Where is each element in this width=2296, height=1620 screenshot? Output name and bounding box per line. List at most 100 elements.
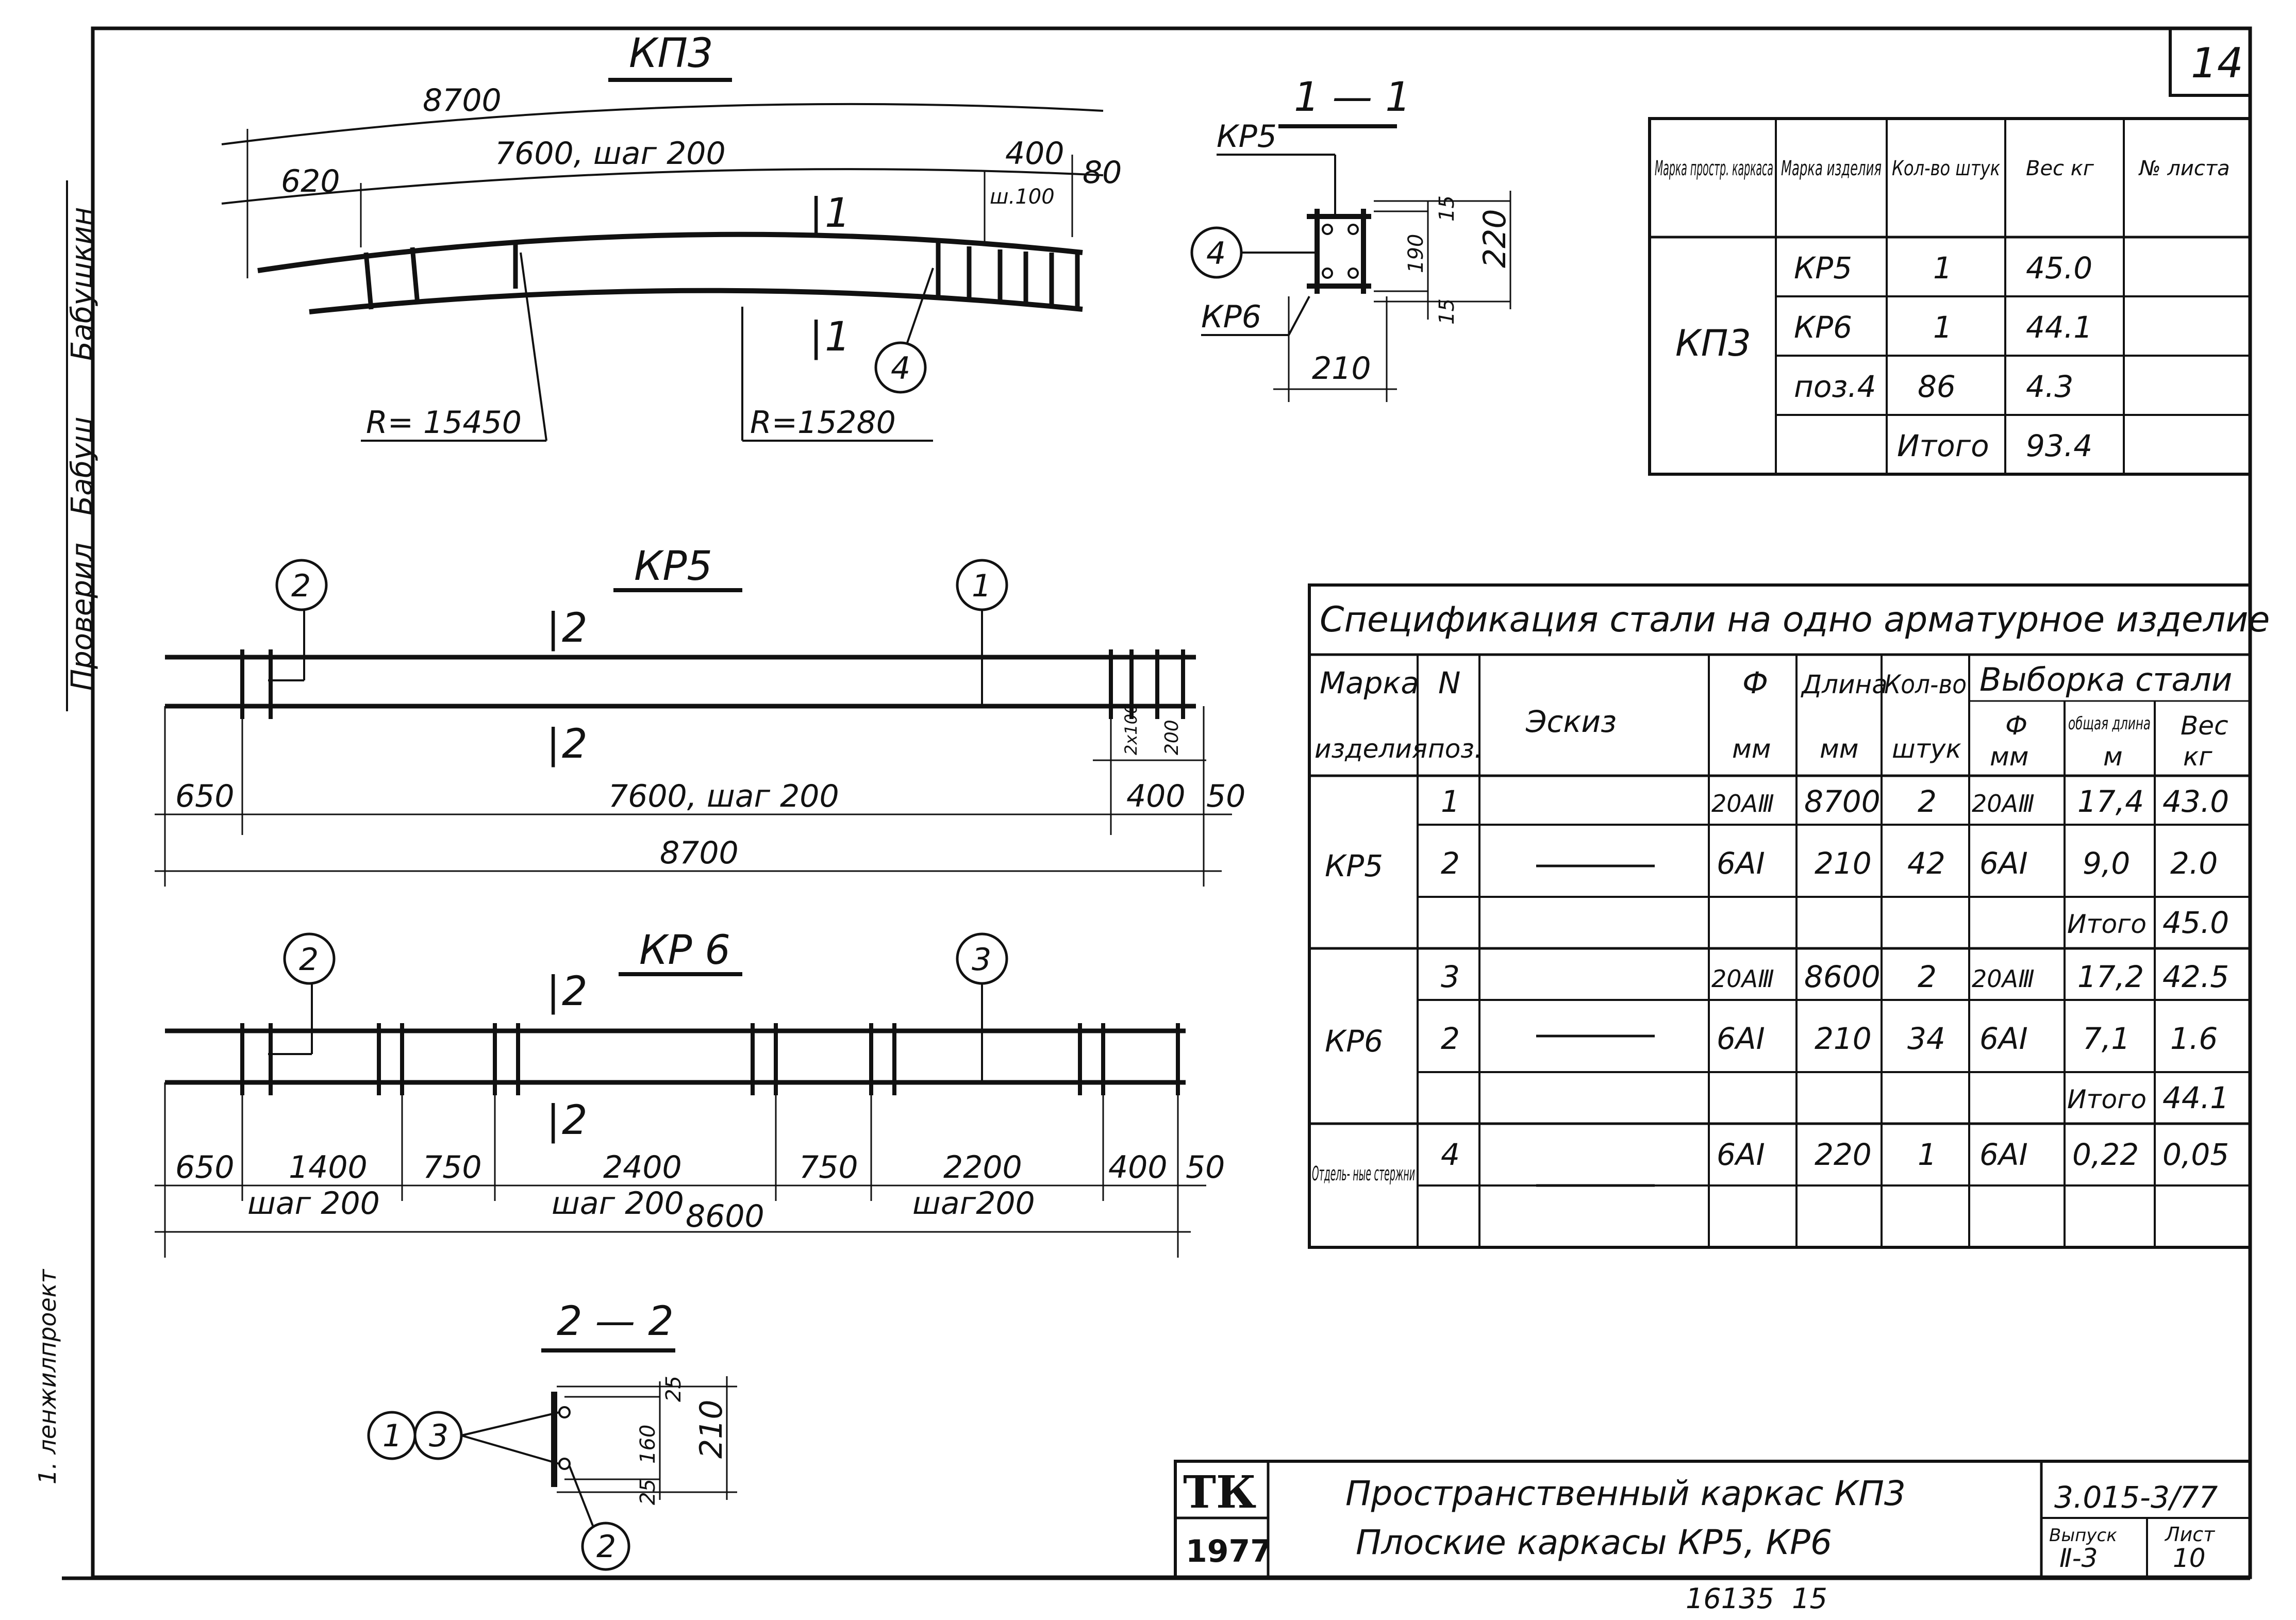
spec-cell: 0,05 — [2162, 1137, 2229, 1172]
section-1-1-dim-220: 220 — [1477, 209, 1513, 268]
section-1-1-bottom-label: КР6 — [1201, 299, 1261, 335]
kp3-left-dim: 620 — [281, 163, 340, 199]
spec-h-total-len: общая длина — [2068, 713, 2151, 734]
spec-h-mark2: изделия — [1315, 734, 1427, 764]
section-2-2-title: 2 — 2 — [557, 1298, 674, 1345]
spec-h-qty: Кол-во — [1884, 670, 1967, 699]
summary-cell: КР6 — [1794, 310, 1852, 345]
signature-stamp: Бабуш — [65, 416, 99, 515]
kr5-title: КР5 — [634, 543, 712, 590]
spec-cell: 1.6 — [2170, 1021, 2218, 1056]
spec-h-n2: поз. — [1428, 734, 1483, 764]
spec-cell: 6АⅠ — [1979, 1021, 2028, 1056]
kp3-section-bottom: 1 — [825, 314, 851, 360]
summary-table: Марка простр. каркаса Марка изделия Кол-… — [1648, 117, 2252, 476]
spec-cell: 20АⅢ — [1711, 790, 1774, 817]
kp3-section-mark-bottom: | — [809, 314, 823, 360]
spec-sep-label: Отдель- ные стержни — [1312, 1162, 1415, 1185]
kr5-drawing: КР5 2 1 | 2 | 2 2x100 200 650 760 — [155, 543, 1245, 887]
spec-h-sketch: Эскиз — [1525, 704, 1617, 739]
checked-stamp: Проверил — [65, 543, 99, 691]
summary-header-item: Марка изделия — [1781, 157, 1882, 180]
title-block-issue: Ⅱ-3 — [2059, 1543, 2098, 1573]
kp3-radius-outer: R= 15450 — [366, 405, 522, 441]
summary-cell: 4.3 — [2026, 369, 2073, 404]
section-1-1-dim-190: 190 — [1404, 234, 1428, 273]
summary-header-sheet: № листа — [2138, 157, 2230, 180]
org-stamp: 1. ленжилпроект — [34, 1268, 61, 1484]
kr5-section-bottom: 2 — [562, 721, 588, 767]
spec-h-phi-unit: мм — [1732, 734, 1771, 764]
spec-h-qty-unit: штук — [1892, 734, 1961, 764]
section-2-2-dim-25-bottom: 25 — [636, 1479, 660, 1505]
spec-kr5-label: КР5 — [1325, 848, 1383, 883]
summary-header-frame: Марка простр. каркаса — [1655, 157, 1773, 180]
title-block-logo: ТК — [1183, 1466, 1256, 1518]
summary-cell: Итого — [1897, 428, 1989, 463]
spec-cell: 8600 — [1804, 959, 1881, 994]
spec-h-weight: Вес — [2181, 711, 2228, 741]
spec-cell: 42.5 — [2162, 959, 2229, 994]
section-2-2-pos-3: 3 — [429, 1418, 448, 1454]
kp3-section-top: 1 — [825, 190, 851, 237]
spec-cell: Итого — [2067, 909, 2147, 939]
spec-cell: 210 — [1815, 846, 1872, 881]
spec-cell: 0,22 — [2072, 1137, 2139, 1172]
spec-cell: 1 — [1441, 784, 1460, 819]
spec-kr6-label: КР6 — [1325, 1024, 1383, 1059]
kr5-pos-a: 2 — [291, 568, 311, 604]
kr6-drawing: КР 6 2 3 | 2 | 2 — [155, 927, 1225, 1258]
spec-cell: 6АⅠ — [1717, 1137, 1765, 1172]
summary-cell: КР5 — [1794, 250, 1852, 286]
kr6-pos-a: 2 — [299, 942, 319, 978]
summary-cell: 93.4 — [2026, 428, 2092, 463]
spec-cell: 1 — [1918, 1137, 1937, 1172]
spec-cell: 3 — [1441, 959, 1460, 994]
spec-table: Спецификация стали на одно арматурное из… — [1308, 583, 2270, 1249]
spec-cell: 42 — [1907, 846, 1945, 881]
spec-cell: 20АⅢ — [1972, 790, 2035, 817]
kr6-dim: 2200 — [943, 1149, 1022, 1185]
designer-stamp: Бабушкин — [65, 207, 99, 361]
section-1-1-dim-15-bottom: 15 — [1435, 298, 1459, 325]
kr6-dim: 50 — [1186, 1149, 1225, 1185]
section-2-2: 2 — 2 25 160 210 25 1 3 2 — [367, 1298, 737, 1571]
summary-cell: 45.0 — [2026, 250, 2092, 286]
title-block-sheet-label: Лист — [2164, 1523, 2216, 1546]
summary-cell: 1 — [1933, 310, 1952, 345]
section-1-1-pos: 4 — [1206, 236, 1226, 272]
kr6-title: КР 6 — [639, 927, 730, 974]
section-2-2-pos-1: 1 — [382, 1418, 402, 1454]
kr6-section-bottom: 2 — [562, 1097, 588, 1144]
kr6-step: шаг 200 — [247, 1185, 380, 1222]
spec-cell: 45.0 — [2162, 905, 2229, 940]
spec-cell: 210 — [1815, 1021, 1872, 1056]
summary-cell: поз.4 — [1794, 369, 1876, 404]
summary-cell: 1 — [1933, 250, 1952, 286]
kr5-dim-200: 200 — [1161, 720, 1183, 755]
title-block-line2: Плоские каркасы КР5, КР6 — [1356, 1523, 1832, 1562]
spec-cell: 7,1 — [2083, 1021, 2130, 1056]
sheet-number: 14 — [2191, 39, 2243, 87]
title-block-issue-label: Выпуск — [2049, 1525, 2117, 1546]
spec-cell: 220 — [1815, 1137, 1872, 1172]
spec-cell: 2 — [1918, 784, 1937, 819]
kr6-total: 8600 — [686, 1198, 764, 1234]
section-2-2-dim-25-top: 25 — [662, 1376, 686, 1402]
kp3-right-step: ш.100 — [990, 185, 1055, 209]
title-block: ТК 1977 Пространственный каркас КП3 Плос… — [1174, 1460, 2252, 1579]
kp3-middle-dim: 7600, шаг 200 — [495, 136, 726, 172]
spec-cell: 2.0 — [2170, 846, 2218, 881]
spec-cell: 6АⅠ — [1979, 846, 2028, 881]
spec-cell: 4 — [1441, 1137, 1460, 1172]
side-stamp-column: Бабушкин Бабуш Проверил 1. ленжилпроект — [34, 207, 99, 1484]
kp3-drawing: КП3 8700 620 7600, шаг 200 400 ш.100 80 — [221, 30, 1122, 442]
kr5-dim-mid: 7600, шаг 200 — [608, 778, 839, 814]
kr6-pos-b: 3 — [972, 942, 991, 978]
kr6-dim: 2400 — [603, 1149, 682, 1185]
summary-cell: 86 — [1918, 369, 1956, 404]
spec-h-len: Длина — [1801, 670, 1888, 699]
spec-cell: 2 — [1441, 1021, 1460, 1056]
kp3-section-mark-top: | — [809, 190, 823, 237]
